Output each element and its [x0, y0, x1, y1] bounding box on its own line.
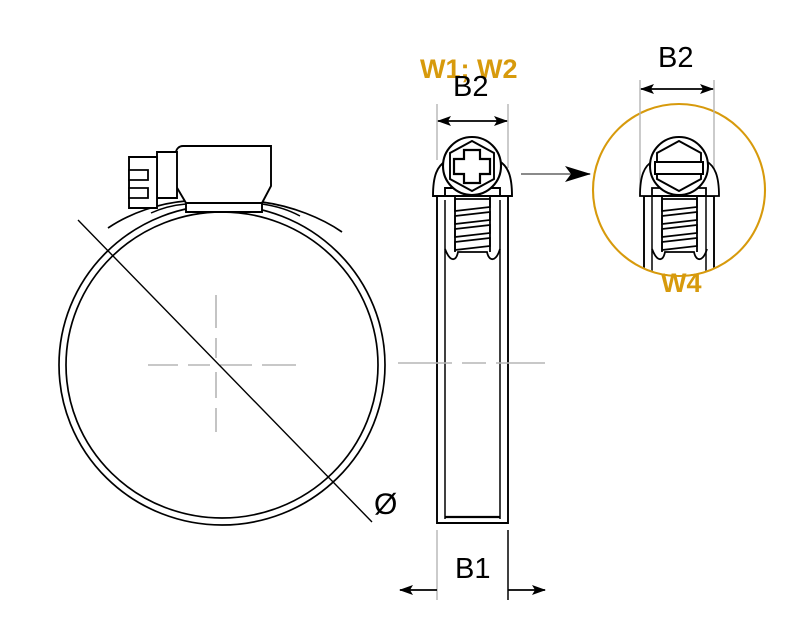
screw-head-slot-upper	[128, 169, 149, 181]
band-strip-outline	[436, 195, 509, 524]
diameter-dimension-line	[77, 219, 373, 523]
band-slot-left	[150, 203, 187, 214]
band-tail-left	[107, 200, 187, 229]
detail-clipped-geometry	[639, 136, 720, 275]
band-tail-right	[261, 201, 343, 233]
phillips-cross-recess	[452, 148, 492, 185]
worm-housing-bottom-scallop	[444, 248, 501, 261]
screw-head-slot-lower	[128, 187, 149, 199]
detail-view-callout	[591, 80, 767, 278]
detail-hex-slot	[654, 161, 704, 175]
label-b2-detail: B2	[658, 42, 694, 74]
screw-head-block	[128, 156, 158, 209]
housing-collar	[156, 151, 178, 199]
detail-circle-boundary[interactable]	[591, 102, 767, 278]
label-w4: W4	[661, 268, 702, 298]
label-w1-w2: W1; W2	[420, 54, 518, 84]
side-view-band	[398, 104, 546, 600]
detail-worm-bottom-scallop	[651, 248, 708, 261]
housing-body	[175, 145, 272, 204]
band-slot-right	[261, 203, 301, 217]
label-diameter: Ø	[374, 488, 398, 521]
label-b1: B1	[455, 553, 491, 585]
label-b2-middle: B2	[453, 71, 489, 103]
front-view-circular-clamp	[58, 145, 386, 526]
